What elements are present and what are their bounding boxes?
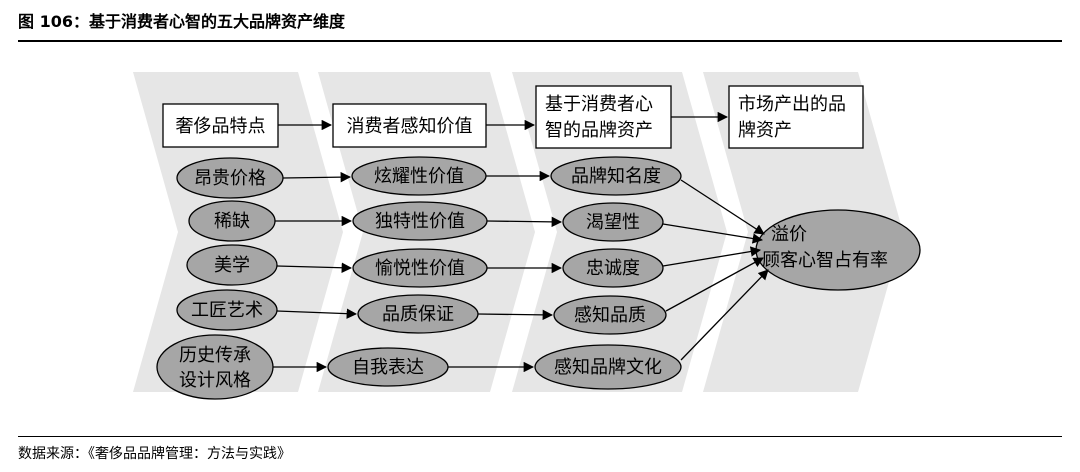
source-divider — [18, 436, 1062, 437]
node-c3-r2-label: 渴望性 — [586, 212, 640, 233]
node-c3-r2 — [562, 202, 664, 242]
column-perceived-value: 炫耀性价值 独特性价值 愉悦性价值 品质保证 自我表达 — [327, 156, 488, 387]
header-label-4a: 市场产出的品 — [738, 94, 846, 115]
node-c1-r1-label: 昂贵价格 — [194, 168, 266, 189]
arrow-c3-out-r5 — [680, 269, 769, 361]
column-mind-brand-equity: 品牌知名度 渴望性 忠诚度 感知品质 感知品牌文化 — [534, 156, 682, 390]
node-c3-r4-label: 感知品质 — [574, 305, 646, 326]
arrows-col1-col2 — [273, 171, 358, 373]
header-label-1: 奢侈品特点 — [176, 116, 266, 137]
node-c3-r5-label: 感知品牌文化 — [554, 357, 662, 378]
node-c1-r3-label: 美学 — [214, 255, 250, 276]
node-c3-r1 — [550, 156, 682, 196]
node-c1-r5-label-b: 设计风格 — [179, 370, 251, 391]
node-c2-r1-label: 炫耀性价值 — [374, 166, 464, 187]
arrow-c3-out-r1 — [680, 179, 765, 235]
arrow-c2-c3-r2 — [486, 216, 563, 228]
arrow-c3-out-r2 — [662, 223, 764, 244]
arrow-c2-c3-r4 — [477, 309, 554, 321]
arrow-c3-out-r4 — [665, 257, 764, 312]
node-c1-r5-label-a: 历史传承 — [179, 345, 251, 366]
source-note: 数据来源：《奢侈品品牌管理：方法与实践》 — [18, 446, 291, 462]
header-label-2: 消费者感知价值 — [347, 116, 473, 137]
arrow-c3-out-r3 — [662, 246, 762, 267]
node-c3-r4 — [553, 295, 667, 335]
node-c1-r4 — [176, 289, 278, 331]
header-label-3b: 智的品牌资产 — [545, 120, 653, 141]
arrow-c1-c2-r1 — [282, 171, 352, 183]
arrow-c1-c2-r3 — [276, 262, 353, 273]
figure-title: 图 106：基于消费者心智的五大品牌资产维度 — [18, 12, 345, 31]
header-label-4b: 牌资产 — [738, 120, 792, 141]
node-c2-r5-label: 自我表达 — [352, 357, 424, 378]
arrows-col3-outcome — [662, 179, 769, 361]
node-c3-r1-label: 品牌知名度 — [571, 166, 661, 187]
column-characteristics: 昂贵价格 稀缺 美学 工匠艺术 历史传承 设计风格 — [156, 157, 284, 400]
node-c1-r2-label: 稀缺 — [214, 211, 250, 232]
header-box-1 — [162, 103, 279, 148]
arrow-c1-c2-r4 — [276, 308, 358, 319]
header-box-3 — [535, 85, 672, 149]
header-box-4 — [728, 85, 864, 149]
node-c2-r4-label: 品质保证 — [382, 304, 454, 325]
node-c2-r3-label: 愉悦性价值 — [375, 258, 465, 279]
outcome-label-mindshare: 顾客心智占有率 — [762, 250, 888, 271]
node-c3-r3-label: 忠诚度 — [586, 258, 640, 279]
node-c1-r4-label: 工匠艺术 — [191, 300, 263, 321]
node-c2-r2-label: 独特性价值 — [375, 211, 465, 232]
node-c1-r3 — [186, 244, 278, 286]
outcome-label-premium: 溢价 — [771, 224, 807, 245]
outcome-node: 溢价 顾客心智占有率 — [755, 209, 921, 291]
header-row: 奢侈品特点 消费者感知价值 基于消费者心 智的品牌资产 市场产出的品 牌资产 — [162, 85, 864, 149]
header-label-3a: 基于消费者心 — [545, 94, 653, 115]
title-divider — [18, 40, 1062, 42]
node-c3-r3 — [562, 248, 664, 288]
node-c3-r5 — [534, 344, 682, 390]
arrows-col2-col3 — [448, 170, 563, 373]
